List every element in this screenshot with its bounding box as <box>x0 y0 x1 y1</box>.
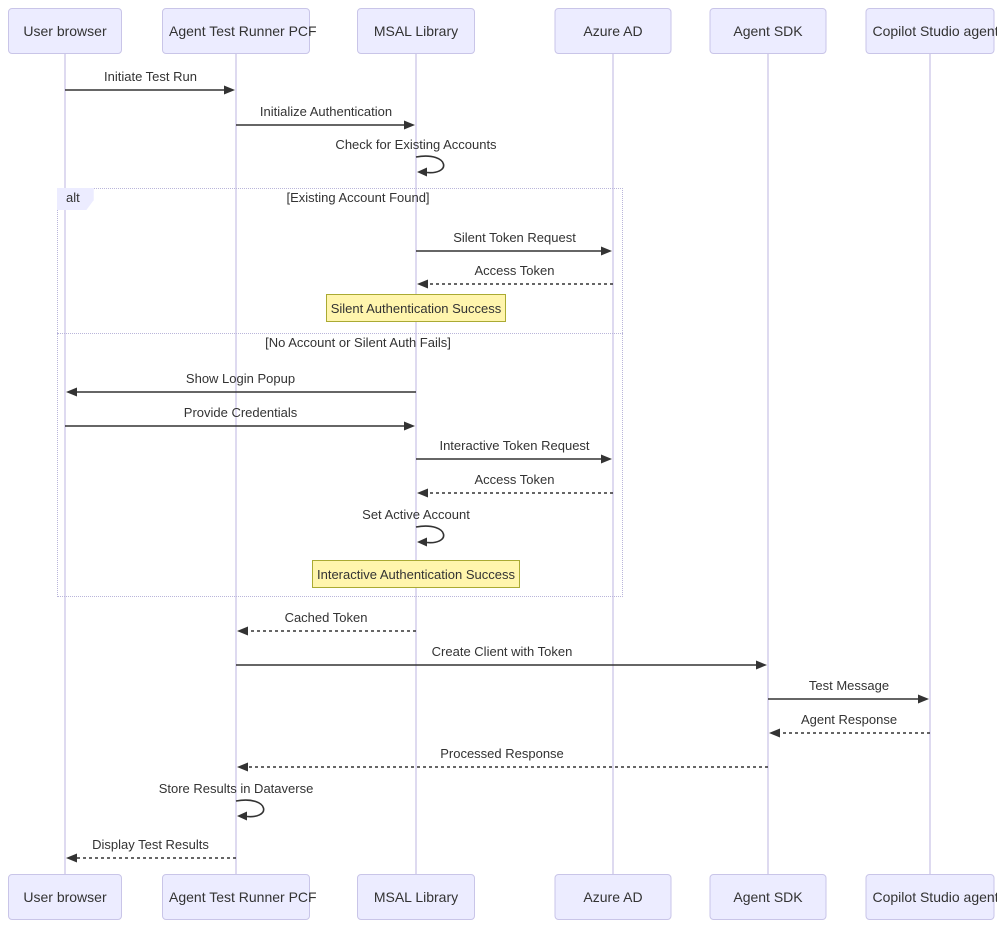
arrowhead-10 <box>237 626 248 636</box>
message-label-4: Access Token <box>474 263 555 278</box>
participant-azure-ad-bottom: Azure AD <box>554 874 672 920</box>
alt-condition-0: [Existing Account Found] <box>286 190 430 205</box>
message-label-12: Test Message <box>808 678 890 693</box>
message-label-14: Processed Response <box>440 746 564 761</box>
participant-agent-sdk-top: Agent SDK <box>709 8 827 54</box>
arrowhead-16 <box>66 853 77 863</box>
message-label-8: Access Token <box>474 472 555 487</box>
participant-agent-test-runner-pcf-bottom: Agent Test Runner PCF <box>162 874 317 920</box>
message-label-7: Interactive Token Request <box>439 438 590 453</box>
message-label-16: Display Test Results <box>92 837 209 852</box>
arrowhead-11 <box>756 660 767 670</box>
message-label-9: Set Active Account <box>362 507 470 522</box>
message-label-10: Cached Token <box>284 610 368 625</box>
self-message-arrow-2 <box>415 155 445 174</box>
message-label-0: Initiate Test Run <box>104 69 197 84</box>
self-message-arrow-15 <box>235 799 265 818</box>
alt-condition-1: [No Account or Silent Auth Fails] <box>265 335 451 350</box>
alt-else-divider <box>57 333 623 334</box>
arrowhead-1 <box>404 120 415 130</box>
participant-azure-ad-top: Azure AD <box>554 8 672 54</box>
message-label-11: Create Client with Token <box>431 644 573 659</box>
message-label-13: Agent Response <box>800 712 898 727</box>
message-label-3: Silent Token Request <box>453 230 576 245</box>
participant-agent-sdk-bottom: Agent SDK <box>709 874 827 920</box>
note-0: Silent Authentication Success <box>326 294 506 322</box>
arrowhead-15 <box>237 811 247 821</box>
note-1: Interactive Authentication Success <box>312 560 520 588</box>
message-label-1: Initialize Authentication <box>259 104 393 119</box>
participant-copilot-studio-agent-bottom: Copilot Studio agent <box>865 874 997 920</box>
message-label-2: Check for Existing Accounts <box>335 137 497 152</box>
participant-msal-library-bottom: MSAL Library <box>357 874 475 920</box>
participant-user-browser-top: User browser <box>8 8 122 54</box>
arrowhead-0 <box>224 85 235 95</box>
alt-label: alt <box>57 188 94 210</box>
arrowhead-14 <box>237 762 248 772</box>
participant-copilot-studio-agent-top: Copilot Studio agent <box>865 8 997 54</box>
arrowhead-2 <box>417 167 427 177</box>
participant-msal-library-top: MSAL Library <box>357 8 475 54</box>
message-label-5: Show Login Popup <box>185 371 296 386</box>
participant-agent-test-runner-pcf-top: Agent Test Runner PCF <box>162 8 317 54</box>
arrowhead-13 <box>769 728 780 738</box>
alt-frame <box>57 188 623 597</box>
participant-user-browser-bottom: User browser <box>8 874 122 920</box>
message-label-6: Provide Credentials <box>183 405 298 420</box>
arrowhead-12 <box>918 694 929 704</box>
message-label-15: Store Results in Dataverse <box>158 781 314 796</box>
